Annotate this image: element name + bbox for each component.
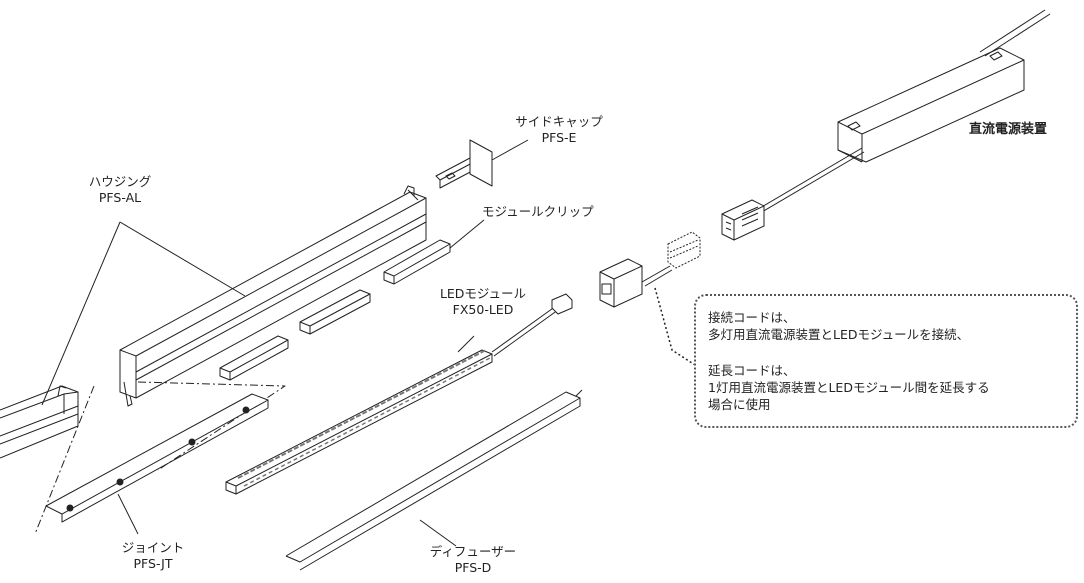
housing-label: ハウジング PFS-AL	[70, 174, 170, 206]
joint-code: PFS-JT	[133, 556, 173, 571]
housing-profile	[119, 185, 427, 407]
side-cap	[435, 139, 529, 189]
note-line-2: 多灯用直流電源装置とLEDモジュールを接続、	[708, 327, 970, 342]
housing-code: PFS-AL	[98, 190, 142, 205]
diffuser-name: ディフューザー	[429, 544, 517, 559]
module-clips	[219, 219, 485, 381]
joint-name: ジョイント	[121, 540, 185, 555]
joint-plate	[45, 393, 269, 535]
connection-cord	[599, 231, 701, 308]
side-cap-code: PFS-E	[541, 130, 577, 145]
cord-note-box	[694, 294, 1078, 428]
led-module-name: LEDモジュール	[439, 286, 527, 301]
note-line-5: 場合に使用	[708, 397, 771, 412]
module-clip-name: モジュールクリップ	[482, 204, 594, 219]
note-line-1: 接続コードは、	[708, 310, 796, 325]
diffuser-cover	[285, 389, 583, 571]
led-module-label: LEDモジュール FX50-LED	[424, 286, 542, 318]
led-module-bar	[225, 293, 573, 495]
power-supply-unit	[759, 9, 1051, 213]
side-cap-label: サイドキャップ PFS-E	[508, 114, 610, 146]
diffuser-code: PFS-D	[454, 560, 492, 575]
led-module-code: FX50-LED	[452, 302, 514, 317]
power-supply-name: 直流電源装置	[968, 122, 1047, 137]
side-cap-name: サイドキャップ	[515, 114, 603, 129]
power-supply-label: 直流電源装置	[958, 122, 1058, 138]
diffuser-label: ディフューザー PFS-D	[418, 544, 528, 576]
connector-female	[721, 199, 765, 241]
joint-label: ジョイント PFS-JT	[108, 540, 198, 572]
note-line-3: 延長コードは、	[708, 363, 796, 378]
housing-name: ハウジング	[88, 174, 152, 189]
module-clip-label: モジュールクリップ	[482, 204, 622, 220]
housing-fragment	[0, 385, 79, 459]
note-line-4: 1灯用直流電源装置とLEDモジュール間を延長する	[708, 380, 990, 395]
